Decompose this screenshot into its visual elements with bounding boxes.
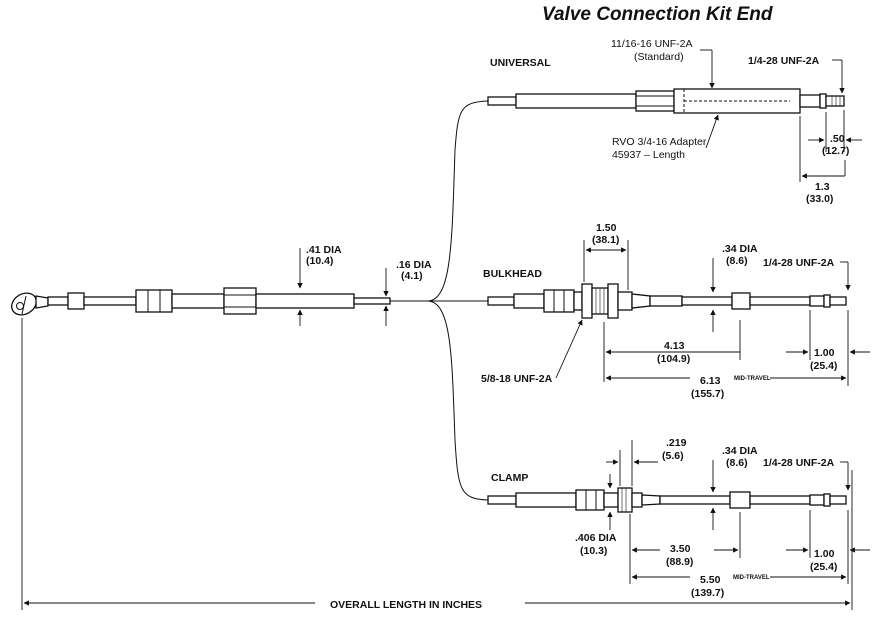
dia-16-label: .16 DIA — [396, 259, 432, 271]
universal-dim-13-mm: (33.0) — [806, 193, 833, 205]
bulkhead-dia-34: .34 DIA — [722, 243, 758, 255]
bulkhead-thread-end: 1/4-28 UNF-2A — [763, 257, 835, 269]
clamp-mid-travel: MID-TRAVEL — [733, 575, 770, 581]
bulkhead-assembly: BULKHEAD 1.50 (38.1) .34 DIA (8.6) 1/4-2… — [481, 222, 870, 400]
main-cable — [11, 100, 489, 501]
universal-thread-std-note: (Standard) — [634, 51, 684, 63]
bulkhead-dim-100: 1.00 — [814, 347, 835, 359]
main-dimensions: .41 DIA (10.4) .16 DIA (4.1) — [297, 244, 432, 326]
universal-dim-13: 1.3 — [815, 181, 830, 193]
universal-dim-50-mm: (12.7) — [822, 145, 849, 157]
clamp-assembly: CLAMP .219 (5.6) .34 DIA (8.6) 1/4-28 UN… — [487, 437, 870, 599]
clamp-dim-350: 3.50 — [670, 543, 691, 555]
clamp-dim-219-mm: (5.6) — [662, 450, 684, 462]
bulkhead-thread-mount: 5/8-18 UNF-2A — [481, 373, 553, 385]
clamp-dia-406: .406 DIA — [575, 532, 617, 544]
universal-label: UNIVERSAL — [490, 57, 551, 69]
dia-41-label: .41 DIA — [306, 244, 342, 256]
universal-adapter-length: 45937 – Length — [612, 149, 685, 161]
clamp-dim-100-mm: (25.4) — [810, 561, 837, 573]
bulkhead-dim-413: 4.13 — [664, 340, 685, 352]
overall-length-dimension: OVERALL LENGTH IN INCHES — [21, 318, 853, 611]
clamp-dia-34: .34 DIA — [722, 445, 758, 457]
clamp-dia-406-mm: (10.3) — [580, 545, 607, 557]
clamp-thread-end: 1/4-28 UNF-2A — [763, 457, 835, 469]
clamp-dim-100: 1.00 — [814, 548, 835, 560]
clamp-dim-350-mm: (88.9) — [666, 556, 693, 568]
bulkhead-dim-150: 1.50 — [596, 222, 617, 234]
bulkhead-dia-34-mm: (8.6) — [726, 255, 748, 267]
universal-adapter: RVO 3/4-16 Adapter — [612, 136, 707, 148]
overall-length-label: OVERALL LENGTH IN INCHES — [330, 599, 482, 611]
clamp-dim-219: .219 — [666, 437, 687, 449]
clamp-label: CLAMP — [491, 472, 528, 484]
rod-eye — [11, 292, 37, 316]
universal-assembly: UNIVERSAL 11/16-16 UNF-2A (Standard) 1/4… — [487, 38, 862, 205]
title: Valve Connection Kit End — [542, 4, 773, 25]
dia-41-mm-label: (10.4) — [306, 255, 333, 267]
bulkhead-mid-travel: MID-TRAVEL — [734, 376, 771, 382]
bulkhead-dim-413-mm: (104.9) — [657, 353, 690, 365]
bulkhead-dim-613-mm: (155.7) — [691, 388, 724, 400]
universal-dim-50: .50 — [830, 133, 845, 145]
bulkhead-dim-100-mm: (25.4) — [810, 360, 837, 372]
universal-thread-std: 11/16-16 UNF-2A — [611, 38, 693, 50]
universal-thread-end: 1/4-28 UNF-2A — [748, 55, 820, 67]
bulkhead-dim-150-mm: (38.1) — [592, 234, 619, 246]
clamp-dim-550-mm: (139.7) — [691, 587, 724, 599]
bulkhead-dim-613: 6.13 — [700, 375, 721, 387]
clamp-dia-34-mm: (8.6) — [726, 457, 748, 469]
bulkhead-label: BULKHEAD — [483, 268, 542, 280]
dia-16-mm-label: (4.1) — [401, 270, 423, 282]
clamp-dim-550: 5.50 — [700, 574, 721, 586]
